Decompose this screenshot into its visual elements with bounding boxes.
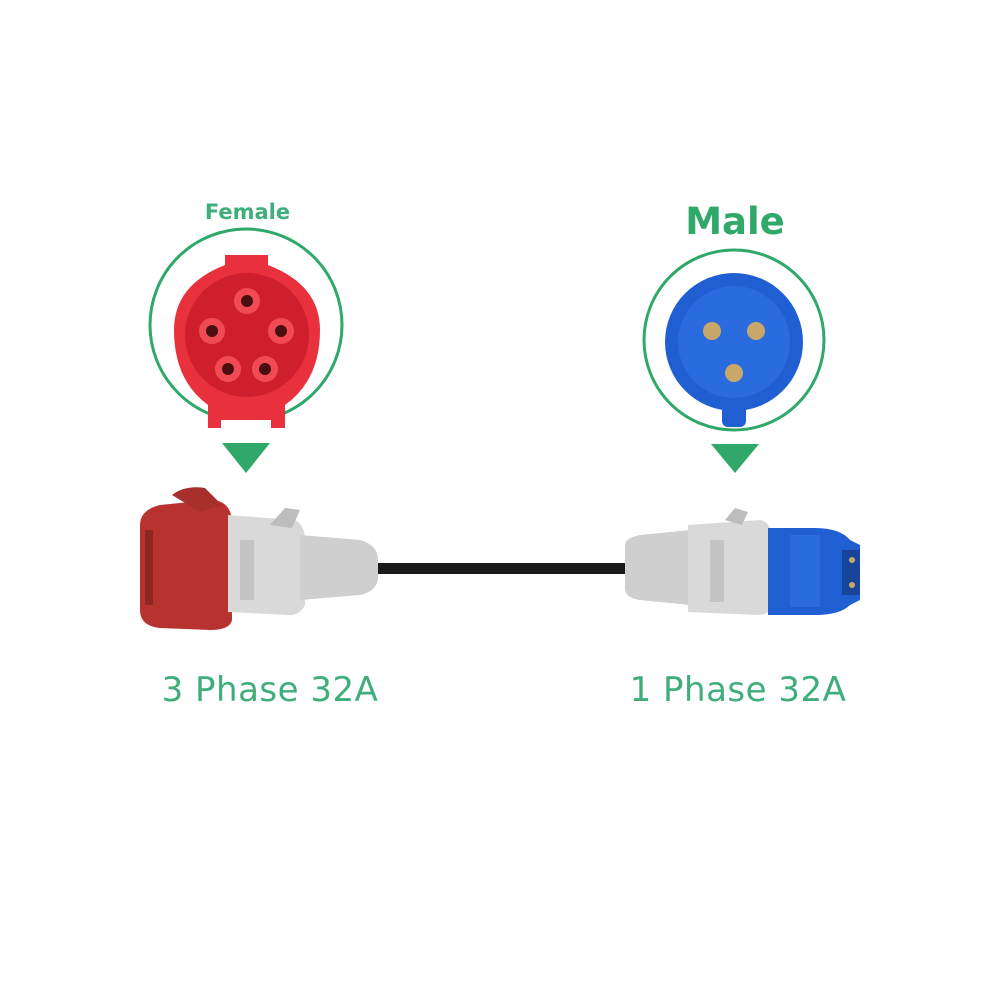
down-triangle-icon — [222, 443, 270, 473]
female-socket-detail — [148, 227, 344, 473]
female-label: Female — [204, 200, 291, 224]
cable — [370, 563, 640, 574]
male-pin-3 — [725, 364, 743, 382]
down-triangle-icon — [711, 444, 759, 473]
male-label: Male — [685, 200, 785, 243]
male-ring — [642, 248, 826, 432]
male-plug-detail — [642, 248, 826, 473]
red-socket-connector — [140, 487, 378, 630]
blue-plug-connector — [625, 508, 860, 615]
left-phase-label: 3 Phase 32A — [161, 670, 379, 710]
male-pin-1 — [703, 322, 721, 340]
right-phase-label: 1 Phase 32A — [629, 670, 847, 710]
male-pin-2 — [747, 322, 765, 340]
